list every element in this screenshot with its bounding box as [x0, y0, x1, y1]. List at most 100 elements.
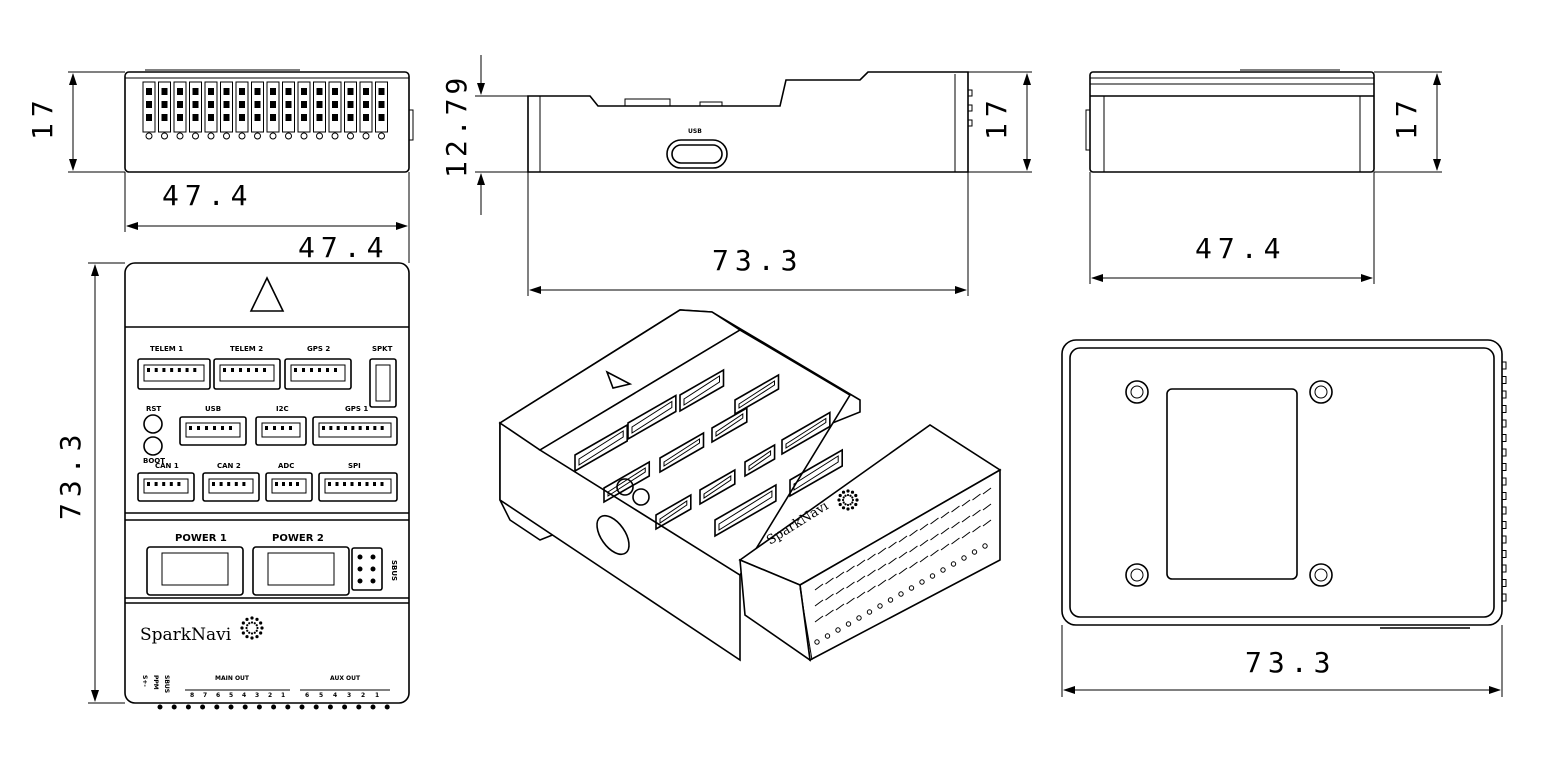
front-pin-tip — [300, 132, 308, 140]
jst-pin — [255, 368, 258, 372]
front-pin-column — [251, 81, 264, 133]
brand-dot — [255, 629, 258, 632]
main-out-number: 8 — [190, 692, 194, 699]
brand-dot — [246, 624, 249, 627]
brand-dot — [255, 624, 258, 627]
front-pin — [192, 114, 199, 121]
jst-pin — [302, 368, 305, 372]
side-pin — [1501, 376, 1507, 384]
iso-pin — [898, 551, 908, 559]
jst-pin — [227, 482, 231, 486]
label-adc: ADC — [278, 462, 294, 470]
jst-pin — [275, 482, 278, 486]
aux-out-number: 1 — [375, 692, 379, 699]
side-usb-label: USB — [688, 128, 702, 135]
jst-pin — [273, 426, 276, 430]
jst-connector — [137, 358, 211, 390]
jst-connector-inner — [271, 478, 307, 494]
jst-pin — [318, 368, 321, 372]
jst-pin — [162, 368, 166, 372]
side-length-label: 73.3 — [712, 244, 803, 277]
front-pin — [270, 101, 276, 108]
jst-pin — [239, 368, 242, 372]
top-length-dimension: 73.3 — [54, 262, 125, 704]
front-pin-column — [235, 81, 249, 133]
iso-pin — [898, 567, 908, 575]
jst-pin — [154, 368, 158, 372]
jst-connector-inner — [219, 364, 275, 382]
label-can2: CAN 2 — [217, 462, 241, 470]
brand-dot — [245, 626, 248, 630]
front-pin — [192, 101, 199, 108]
direction-arrow-icon — [249, 276, 285, 312]
edge-pin — [370, 704, 376, 710]
brand-dot — [838, 493, 842, 498]
jst-pin — [335, 482, 339, 486]
iso-connector-inner — [738, 380, 775, 409]
iso-pin-tip — [940, 567, 946, 573]
iso-pin — [961, 515, 971, 523]
iso-pin — [877, 579, 887, 587]
iso-pin-tip — [982, 543, 988, 549]
top-width-label: 47.4 — [298, 231, 389, 264]
jst-connector — [137, 472, 195, 502]
brand-dot — [851, 496, 854, 499]
boot-button-icon — [143, 436, 163, 456]
label-sbus-side: SBUS — [390, 560, 398, 581]
iso-pin — [835, 571, 845, 579]
front-pin — [177, 88, 183, 95]
top-width-dimension: 47.4 — [298, 231, 410, 264]
side-length-dimension: 73.3 — [527, 172, 969, 296]
label-plate — [1166, 388, 1298, 580]
top-length-label: 73.3 — [54, 429, 87, 520]
spkt-connector-inner — [375, 364, 391, 402]
side-pin — [1501, 550, 1507, 558]
iso-connector-inner — [578, 430, 624, 466]
iso-pin — [846, 581, 855, 589]
jst-connector-inner — [261, 422, 301, 438]
isometric-view: SparkNavi — [498, 309, 1002, 662]
iso-pin — [825, 577, 834, 585]
front-pin-tip — [207, 132, 215, 140]
jst-pin — [365, 482, 369, 486]
iso-pin — [877, 547, 887, 555]
iso-pin-tip — [898, 591, 904, 597]
main-out-number: 3 — [255, 692, 259, 699]
jst-pin — [366, 426, 369, 430]
jst-connector-inner — [208, 478, 254, 494]
front-pin — [316, 101, 323, 108]
front-pin — [146, 101, 152, 108]
iso-pin — [940, 527, 950, 535]
front-pin — [378, 88, 385, 95]
iso-connector — [574, 423, 628, 473]
jst-pin — [193, 368, 197, 372]
iso-pin — [909, 529, 918, 537]
jst-pin — [229, 426, 232, 430]
iso-connector-inner — [748, 450, 772, 471]
iso-pin — [825, 593, 834, 601]
iso-connector-inner — [703, 475, 732, 499]
jst-connector — [213, 358, 281, 390]
jst-connector-inner — [143, 364, 205, 382]
edge-pin — [299, 704, 305, 710]
front-pin — [285, 114, 292, 121]
iso-connector — [789, 448, 843, 498]
front-pin — [223, 114, 230, 121]
jst-pin — [329, 426, 333, 430]
label-telem1: TELEM 1 — [150, 345, 183, 353]
label-spkt: SPKT — [372, 345, 393, 353]
side-pin — [1501, 535, 1507, 544]
top-view-labels: TELEM 1 TELEM 2 GPS 2 SPKT USB I2C GPS 1… — [140, 345, 398, 699]
front-pin-tip — [269, 132, 277, 140]
label-power2: POWER 2 — [272, 533, 324, 544]
iso-pin-tip — [887, 597, 894, 603]
jst-pin — [205, 426, 208, 430]
iso-pin — [814, 615, 824, 623]
front-pin — [161, 114, 168, 121]
front-pin — [223, 101, 230, 108]
edge-pin — [171, 704, 177, 710]
jst-pin — [170, 368, 174, 372]
front-pin — [239, 88, 245, 95]
brand-dot — [846, 493, 850, 497]
